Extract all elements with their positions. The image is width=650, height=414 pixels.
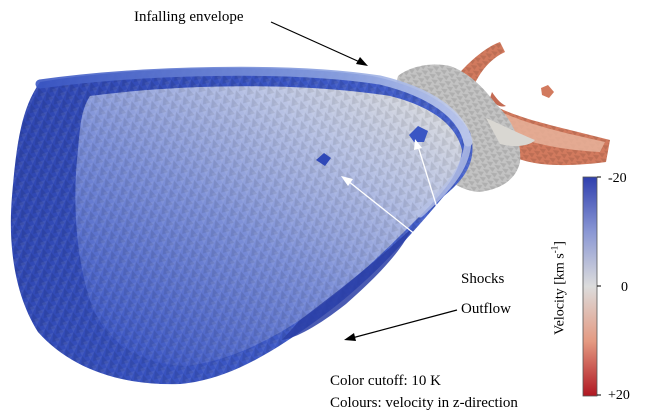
colorbar-tick-min: -20	[608, 172, 627, 186]
outflow-cone-surface	[11, 68, 473, 384]
colorbar-tick-max: +20	[608, 389, 630, 403]
outflow-label: Outflow	[461, 302, 511, 317]
colorbar-title-suffix: ]	[552, 241, 567, 246]
colorbar-title: Velocity [km s-1]	[550, 241, 569, 335]
colorbar-title-prefix: Velocity [km s	[552, 253, 567, 335]
colours-label: Colours: velocity in z-direction	[330, 396, 518, 411]
colorbar-title-exponent: -1	[550, 246, 560, 254]
shocks-label: Shocks	[461, 272, 504, 287]
color-cutoff-label: Color cutoff: 10 K	[330, 374, 441, 389]
colorbar-tick-mid: 0	[621, 281, 628, 295]
infalling-envelope-label: Infalling envelope	[134, 10, 244, 25]
velocity-colorbar	[583, 177, 601, 396]
